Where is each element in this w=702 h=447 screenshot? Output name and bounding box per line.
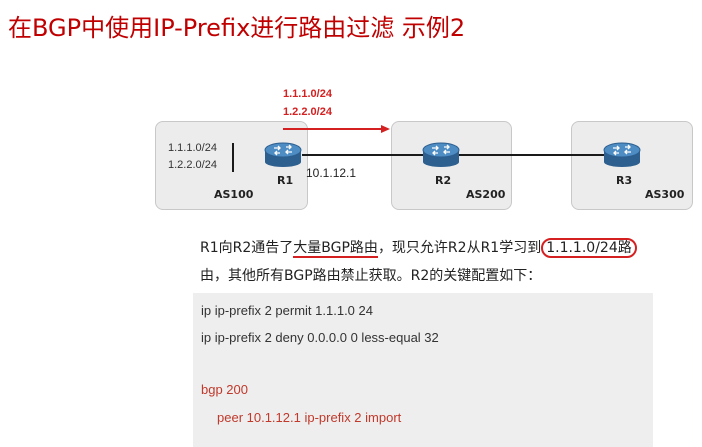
router-r2-icon (422, 142, 460, 167)
router-r1-label: R1 (277, 174, 294, 187)
description-line-2: 由，其他所有BGP路由禁止获取。R2的关键配置如下： (200, 268, 542, 284)
r1-prefix-1: 1.1.1.0/24 (168, 142, 217, 154)
description-part-2: ，现只允许R2从R1学习到 (377, 240, 542, 256)
as100-label: AS100 (214, 188, 254, 201)
description-emphasis: 大量BGP路由 (293, 240, 378, 258)
description-circled: 1.1.1.0/24路 (541, 238, 637, 258)
advertise-arrow-head (381, 125, 390, 133)
config-line-peer-import: peer 10.1.12.1 ip-prefix 2 import (217, 410, 402, 425)
router-r3-label: R3 (616, 174, 633, 187)
router-r3-icon (603, 142, 641, 167)
r1-prefix-2: 1.2.2.0/24 (168, 159, 217, 171)
description-part-1: R1向R2通告了 (200, 240, 294, 256)
config-line-prefix-deny: ip ip-prefix 2 deny 0.0.0.0 0 less-equal… (201, 330, 439, 345)
slide-title: 在BGP中使用IP-Prefix进行路由过滤 示例2 (8, 14, 466, 42)
config-line-prefix-permit: ip ip-prefix 2 permit 1.1.1.0 24 (201, 303, 373, 318)
link-ip-label: 10.1.12.1 (306, 166, 357, 180)
as300-label: AS300 (645, 188, 685, 201)
as200-label: AS200 (466, 188, 506, 201)
config-line-bgp: bgp 200 (201, 382, 248, 397)
router-r1-icon (264, 142, 302, 167)
config-block: ip ip-prefix 2 permit 1.1.1.0 24 ip ip-p… (193, 293, 653, 447)
router-r2-label: R2 (435, 174, 452, 187)
advertised-route-1: 1.1.1.0/24 (283, 88, 332, 100)
advertised-route-2: 1.2.2.0/24 (283, 106, 332, 118)
